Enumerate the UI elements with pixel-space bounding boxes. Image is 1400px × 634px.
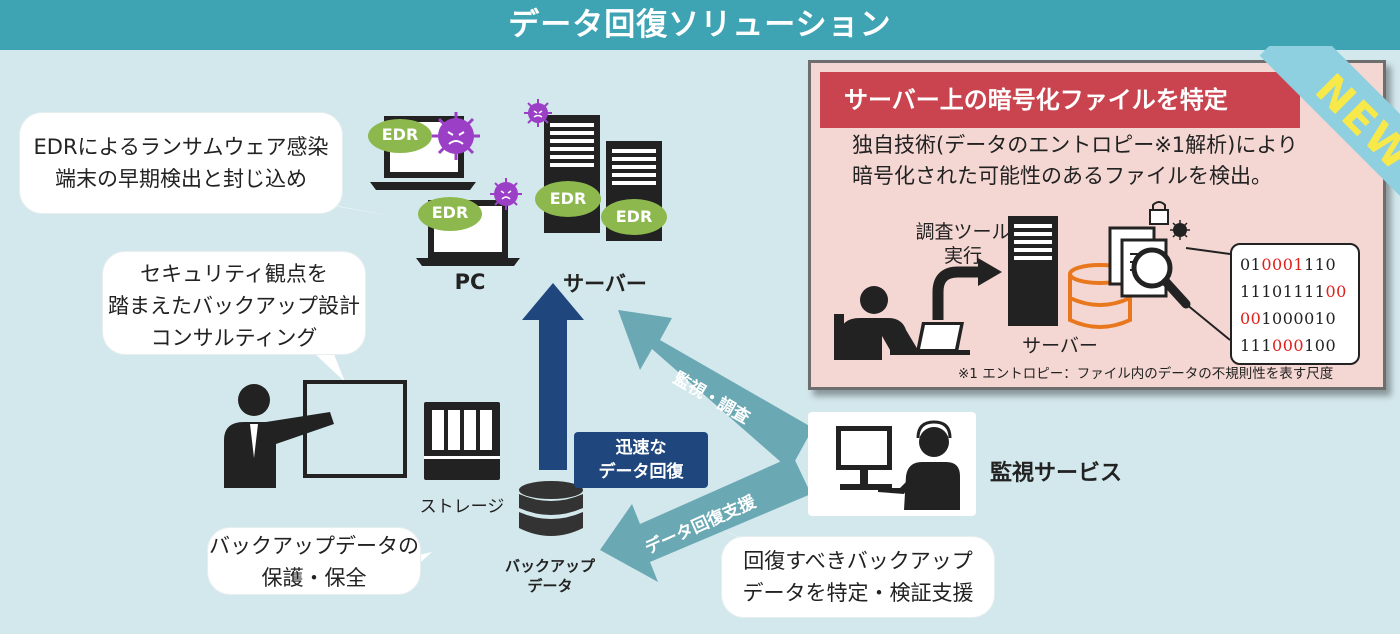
server-icon	[1008, 216, 1058, 326]
edr-badge: EDR	[615, 207, 653, 226]
virus-icon	[432, 112, 480, 160]
new-ribbon-text: NEW	[1305, 64, 1400, 182]
edr-badge: EDR	[431, 203, 469, 222]
backup-label-line1: バックアップ	[504, 557, 595, 575]
panel-illustration	[834, 201, 1231, 360]
monitor-service-label: 監視サービス	[990, 461, 1123, 486]
monitor-service-box	[808, 412, 976, 516]
consult-bubble-line3: コンサルティング	[150, 326, 318, 350]
edr-badge: EDR	[549, 189, 587, 208]
binary-row: 111000100	[1240, 336, 1337, 355]
binary-row: 010001110	[1240, 255, 1337, 274]
virus-icon	[490, 178, 522, 210]
panel-server-label: サーバー	[1022, 335, 1098, 357]
backup-label: バックアップ データ	[500, 556, 600, 596]
virus-icon	[1170, 220, 1190, 240]
panel-footnote: ※1 エントロピー：ファイル内のデータの不規則性を表す尺度	[958, 366, 1334, 382]
run-arrow-icon	[932, 266, 980, 320]
user-icon	[834, 286, 970, 360]
tool-label-line1: 調査ツール	[915, 221, 1011, 243]
backup-label-line2: データ	[527, 577, 573, 595]
server-label: サーバー	[563, 272, 647, 296]
binary-data-box: 010001110 1110111100 001000010 111000100	[1230, 243, 1360, 365]
monitor-arrow	[618, 310, 813, 470]
server-group	[524, 99, 667, 241]
consultant-icon	[224, 380, 407, 488]
consult-bubble-line1: セキュリティ観点を	[140, 262, 328, 286]
tool-label: 調査ツール 実行	[910, 220, 1016, 268]
fast-recovery-box: 迅速な データ回復	[574, 432, 708, 488]
consult-bubble-line2: 踏まえたバックアップ設計	[108, 294, 360, 318]
binary-row: 1110111100	[1240, 282, 1347, 301]
fast-recovery-arrow	[522, 283, 584, 470]
edr-bubble-line1: EDRによるランサムウェア感染	[33, 135, 329, 159]
database-icon	[519, 481, 583, 536]
magnifier-icon	[1131, 247, 1191, 309]
edr-bubble: EDRによるランサムウェア感染 端末の早期検出と封じ込め	[20, 113, 342, 213]
pc-group	[368, 112, 522, 266]
protect-bubble: バックアップデータの 保護・保全	[208, 528, 420, 594]
detection-panel-heading: サーバー上の暗号化ファイルを特定	[820, 72, 1300, 128]
edr-bubble-line2: 端末の早期検出と封じ込め	[55, 167, 307, 191]
protect-bubble-line2: 保護・保全	[261, 566, 367, 590]
pc-label: PC	[454, 270, 486, 294]
binary-row: 001000010	[1240, 309, 1337, 328]
fast-recovery-line1: 迅速な	[615, 438, 667, 458]
storage-label: ストレージ	[419, 497, 505, 517]
identify-bubble-line1: 回復すべきバックアップ	[743, 549, 973, 573]
panel-desc-line2: 暗号化された可能性のあるファイルを検出。	[852, 164, 1272, 188]
protect-bubble-line1: バックアップデータの	[209, 534, 419, 558]
page-title: データ回復ソリューション	[0, 0, 1400, 50]
tool-label-line2: 実行	[943, 245, 982, 267]
virus-icon	[524, 99, 552, 127]
consult-bubble: セキュリティ観点を 踏まえたバックアップ設計 コンサルティング	[103, 252, 365, 354]
operator-icon	[836, 420, 960, 510]
edr-badge: EDR	[381, 125, 419, 144]
panel-desc-line1: 独自技術(データのエントロピー※1解析)により	[852, 133, 1298, 157]
recovery-support-arrow	[600, 456, 811, 582]
identify-bubble: 回復すべきバックアップ データを特定・検証支援	[722, 537, 994, 617]
identify-bubble-line2: データを特定・検証支援	[742, 581, 974, 605]
fast-recovery-line2: データ回復	[598, 462, 684, 482]
storage-icon	[424, 402, 500, 480]
